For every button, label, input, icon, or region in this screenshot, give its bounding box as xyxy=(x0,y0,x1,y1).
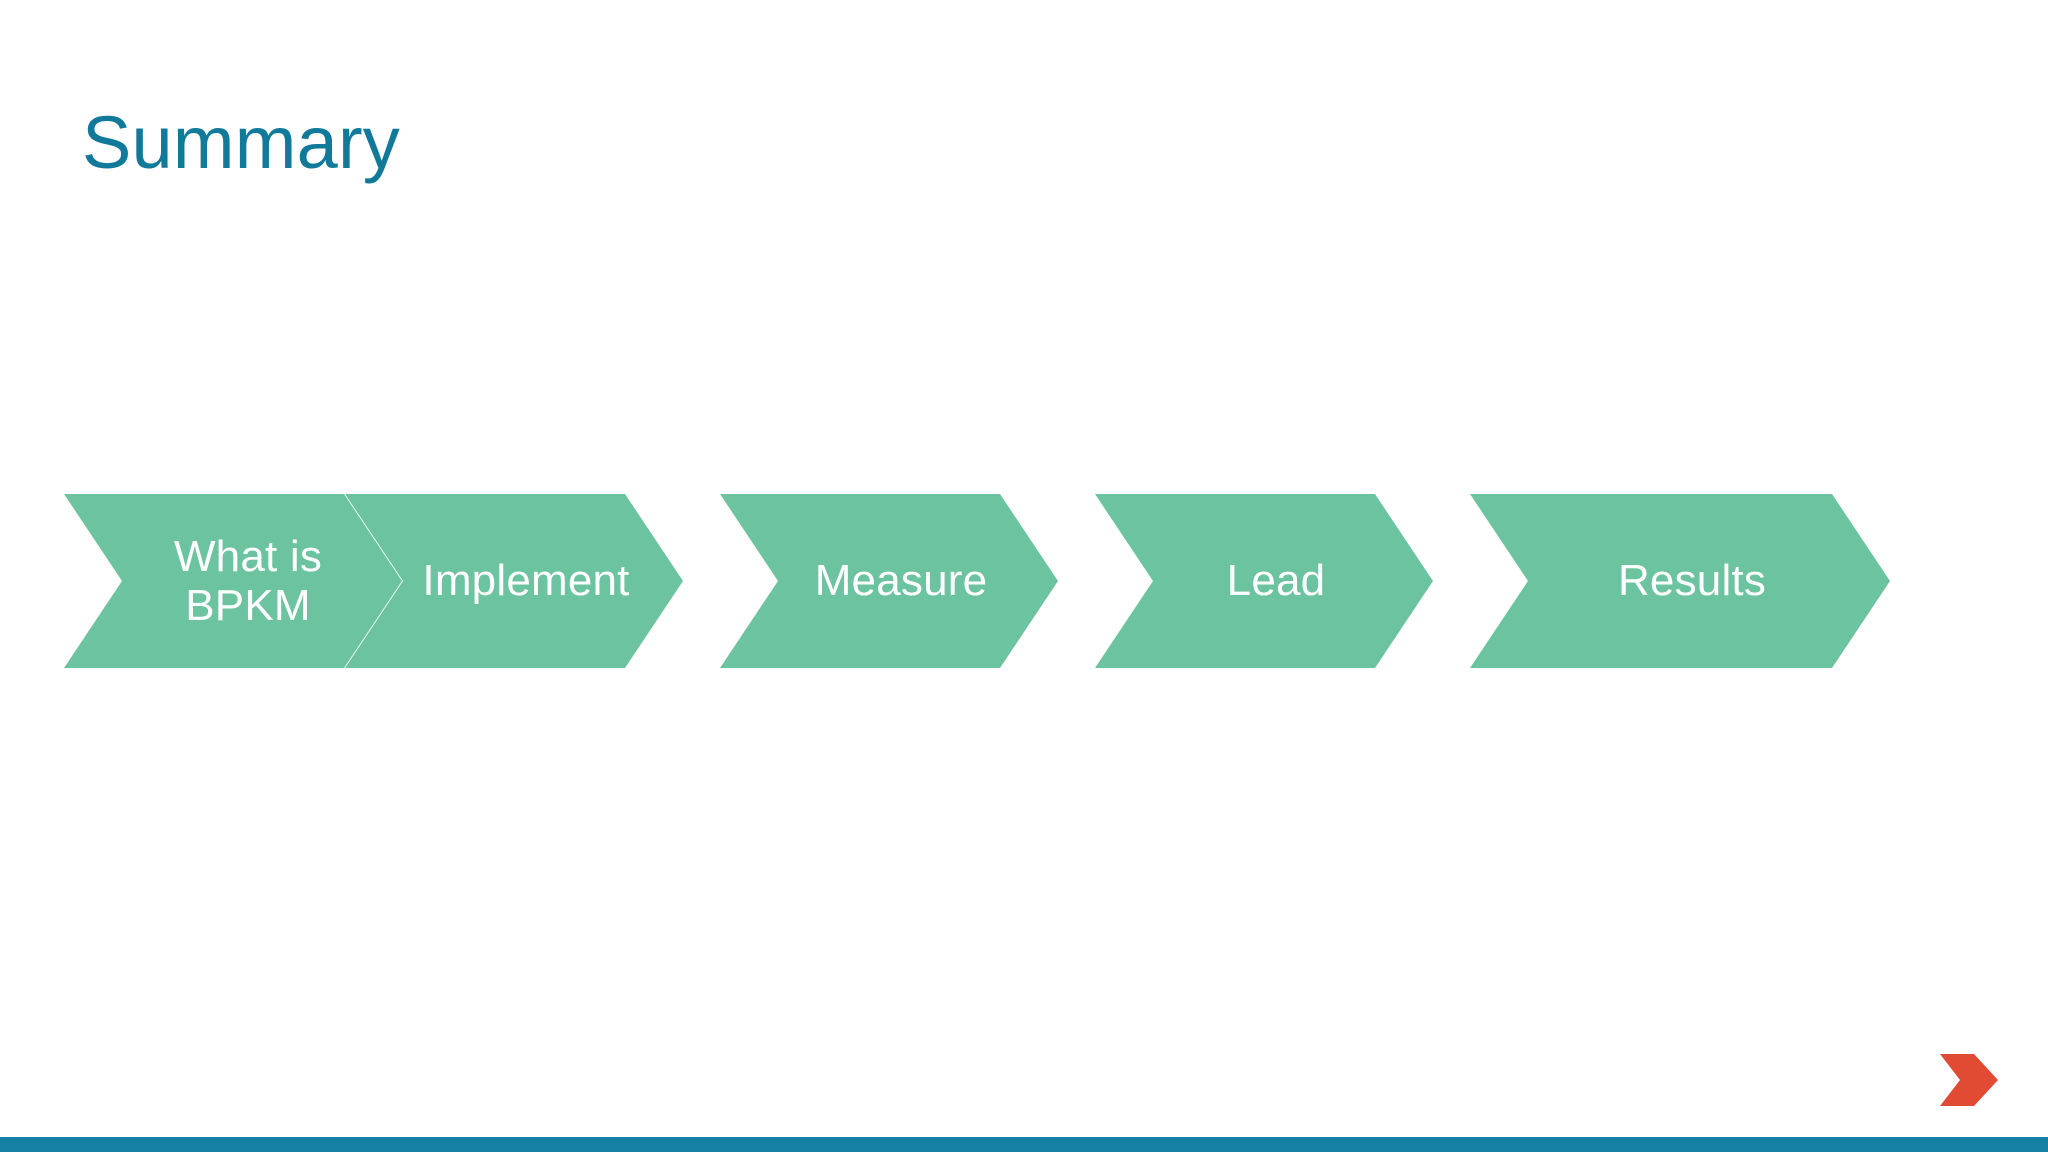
process-step-results[interactable]: Results xyxy=(1470,494,1890,668)
footer-accent-bar xyxy=(0,1137,2048,1152)
process-step-what-is-bpkm[interactable]: What is BPKM xyxy=(64,494,402,668)
process-step-label: What is BPKM xyxy=(173,531,323,630)
process-step-label: Implement xyxy=(422,556,630,606)
process-step-measure[interactable]: Measure xyxy=(720,494,1058,668)
process-step-label: Results xyxy=(1617,556,1767,606)
process-step-label: Lead xyxy=(1226,556,1326,606)
process-step-lead[interactable]: Lead xyxy=(1095,494,1433,668)
process-step-label: Measure xyxy=(814,556,988,606)
page-title: Summary xyxy=(82,101,400,184)
process-chevron-band: What is BPKM Implement Measure Lead Resu… xyxy=(0,494,2048,668)
right-arrow-logo-icon xyxy=(1934,1050,2000,1110)
